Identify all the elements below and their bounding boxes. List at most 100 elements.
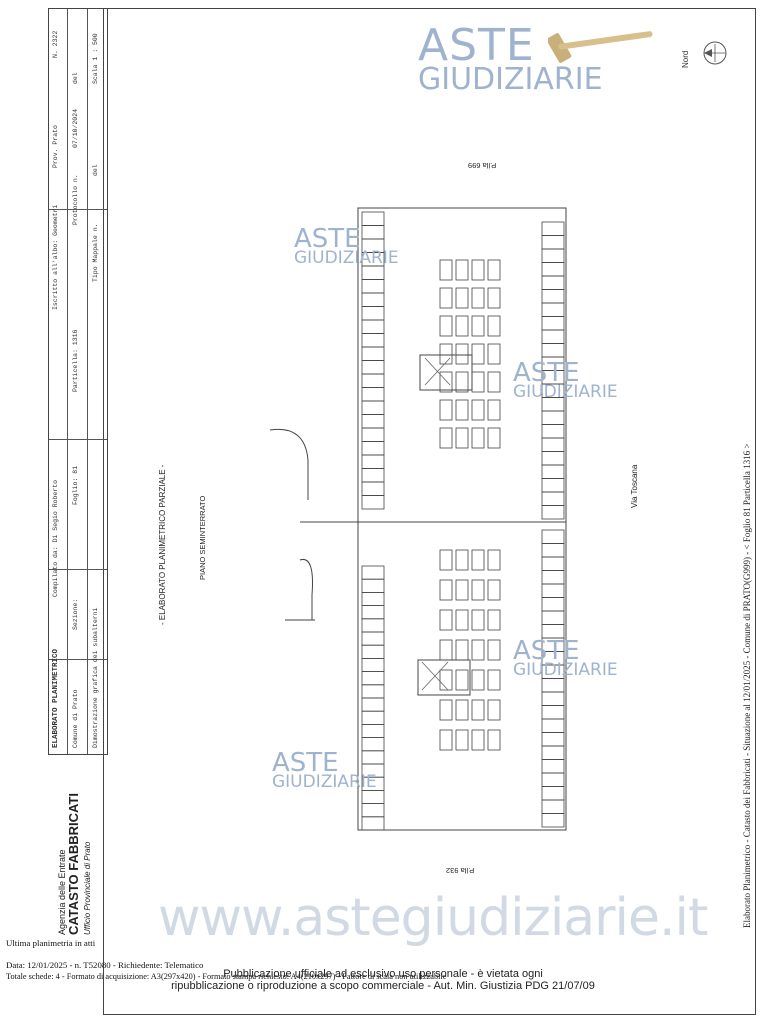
header-divider xyxy=(49,569,107,570)
watermark-url: www.astegiudiziarie.it xyxy=(158,888,708,948)
parking-box xyxy=(439,371,453,393)
parking-box xyxy=(487,399,501,421)
parking-box xyxy=(455,259,469,281)
lower-left-boxes xyxy=(361,565,385,831)
parking-box xyxy=(541,478,565,493)
parking-box xyxy=(541,221,565,236)
parking-box xyxy=(455,609,469,631)
parking-box xyxy=(541,799,565,814)
header-compilato: Compilato da: Di Segio Roberto xyxy=(52,479,59,597)
parking-box xyxy=(471,639,485,661)
parking-box xyxy=(361,481,385,496)
parking-box xyxy=(361,803,385,818)
parking-box xyxy=(541,451,565,466)
parking-box xyxy=(455,549,469,571)
parking-box xyxy=(487,315,501,337)
parking-box xyxy=(361,441,385,456)
header-protocollo: Protocollo n. xyxy=(72,174,79,225)
parking-box xyxy=(361,387,385,402)
publication-notice: Pubblicazione ufficiale ad esclusivo uso… xyxy=(160,968,606,992)
parking-box xyxy=(361,710,385,725)
parking-box xyxy=(487,579,501,601)
watermark-logo: ASTE GIUDIZIARIE xyxy=(513,636,618,681)
ramp-curve xyxy=(269,428,309,500)
parking-box xyxy=(471,427,485,449)
header-particella: Particella: 1316 xyxy=(72,329,79,392)
building-outline xyxy=(357,207,567,831)
parking-box xyxy=(541,610,565,625)
parking-box xyxy=(471,371,485,393)
header-scala: Scala 1 : 500 xyxy=(92,33,99,84)
parking-box xyxy=(541,583,565,598)
parking-box xyxy=(541,410,565,425)
parking-box xyxy=(471,729,485,751)
header-dimostrazione: Dimostrazione grafica dei subalterni xyxy=(92,607,99,748)
stair-mark xyxy=(424,357,451,386)
parking-box xyxy=(361,657,385,672)
agency-line2: CATASTO FABBRICATI xyxy=(66,792,81,935)
parking-box xyxy=(471,699,485,721)
parking-box xyxy=(487,729,501,751)
parking-box xyxy=(361,414,385,429)
inner-boxes xyxy=(439,259,501,751)
stair-box xyxy=(417,659,471,696)
north-label: Nord xyxy=(681,50,690,68)
parking-box xyxy=(541,464,565,479)
plan-plla-bottom: P.lla 932 xyxy=(446,866,475,875)
upper-right-boxes xyxy=(541,221,565,520)
parking-box xyxy=(439,315,453,337)
parking-box xyxy=(471,579,485,601)
watermark-logo: ASTE GIUDIZIARIE xyxy=(513,358,618,403)
plan-plla-top: P.lla 699 xyxy=(468,161,497,170)
parking-box xyxy=(361,578,385,593)
parking-box xyxy=(541,529,565,544)
parking-box xyxy=(541,302,565,317)
parking-box xyxy=(541,786,565,801)
parking-box xyxy=(455,315,469,337)
parking-box xyxy=(541,732,565,747)
parking-box xyxy=(361,211,385,226)
watermark-logo: ASTE GIUDIZIARIE xyxy=(294,224,399,269)
parking-box xyxy=(361,790,385,805)
plan-street: Via Toscana xyxy=(630,464,639,508)
header-prov: Prov. Prato xyxy=(52,125,59,168)
parking-box xyxy=(439,343,453,365)
parking-box xyxy=(361,454,385,469)
parking-box xyxy=(361,468,385,483)
agency-line3: Ufficio Provinciale di Prato xyxy=(83,841,92,935)
footer-data: Data: 12/01/2025 - n. T52080 - Richieden… xyxy=(6,960,204,970)
parking-box xyxy=(541,343,565,358)
header-divider xyxy=(67,9,68,754)
parking-box xyxy=(541,248,565,263)
parking-box xyxy=(439,639,453,661)
parking-box xyxy=(487,259,501,281)
parking-box xyxy=(541,262,565,277)
plan-title: - ELABORATO PLANIMETRICO PARZIALE - xyxy=(158,464,167,625)
parking-box xyxy=(361,319,385,334)
stair-box xyxy=(419,354,473,391)
parking-box xyxy=(487,669,501,691)
header-cartouche xyxy=(48,8,108,755)
parking-box xyxy=(541,678,565,693)
header-divider xyxy=(87,9,88,754)
header-sezione: Sezione: xyxy=(72,598,79,630)
header-title: ELABORATO PLANIMETRICO xyxy=(52,648,60,748)
parking-box xyxy=(455,699,469,721)
parking-box xyxy=(361,495,385,510)
header-divider xyxy=(49,439,107,440)
parking-box xyxy=(541,556,565,571)
parking-box xyxy=(439,699,453,721)
lower-right-boxes xyxy=(541,529,565,828)
header-del: del xyxy=(92,164,99,176)
parking-box xyxy=(471,287,485,309)
parking-box xyxy=(361,565,385,580)
side-strip: Elaborato Planimetrico - Catasto dei Fab… xyxy=(742,443,752,928)
parking-box xyxy=(541,705,565,720)
header-tipo-mappale: Tipo Mappale n. xyxy=(92,223,99,282)
parking-box xyxy=(455,639,469,661)
parking-box xyxy=(455,579,469,601)
parking-box xyxy=(541,316,565,331)
parking-box xyxy=(361,605,385,620)
parking-box xyxy=(361,400,385,415)
parking-box xyxy=(541,275,565,290)
